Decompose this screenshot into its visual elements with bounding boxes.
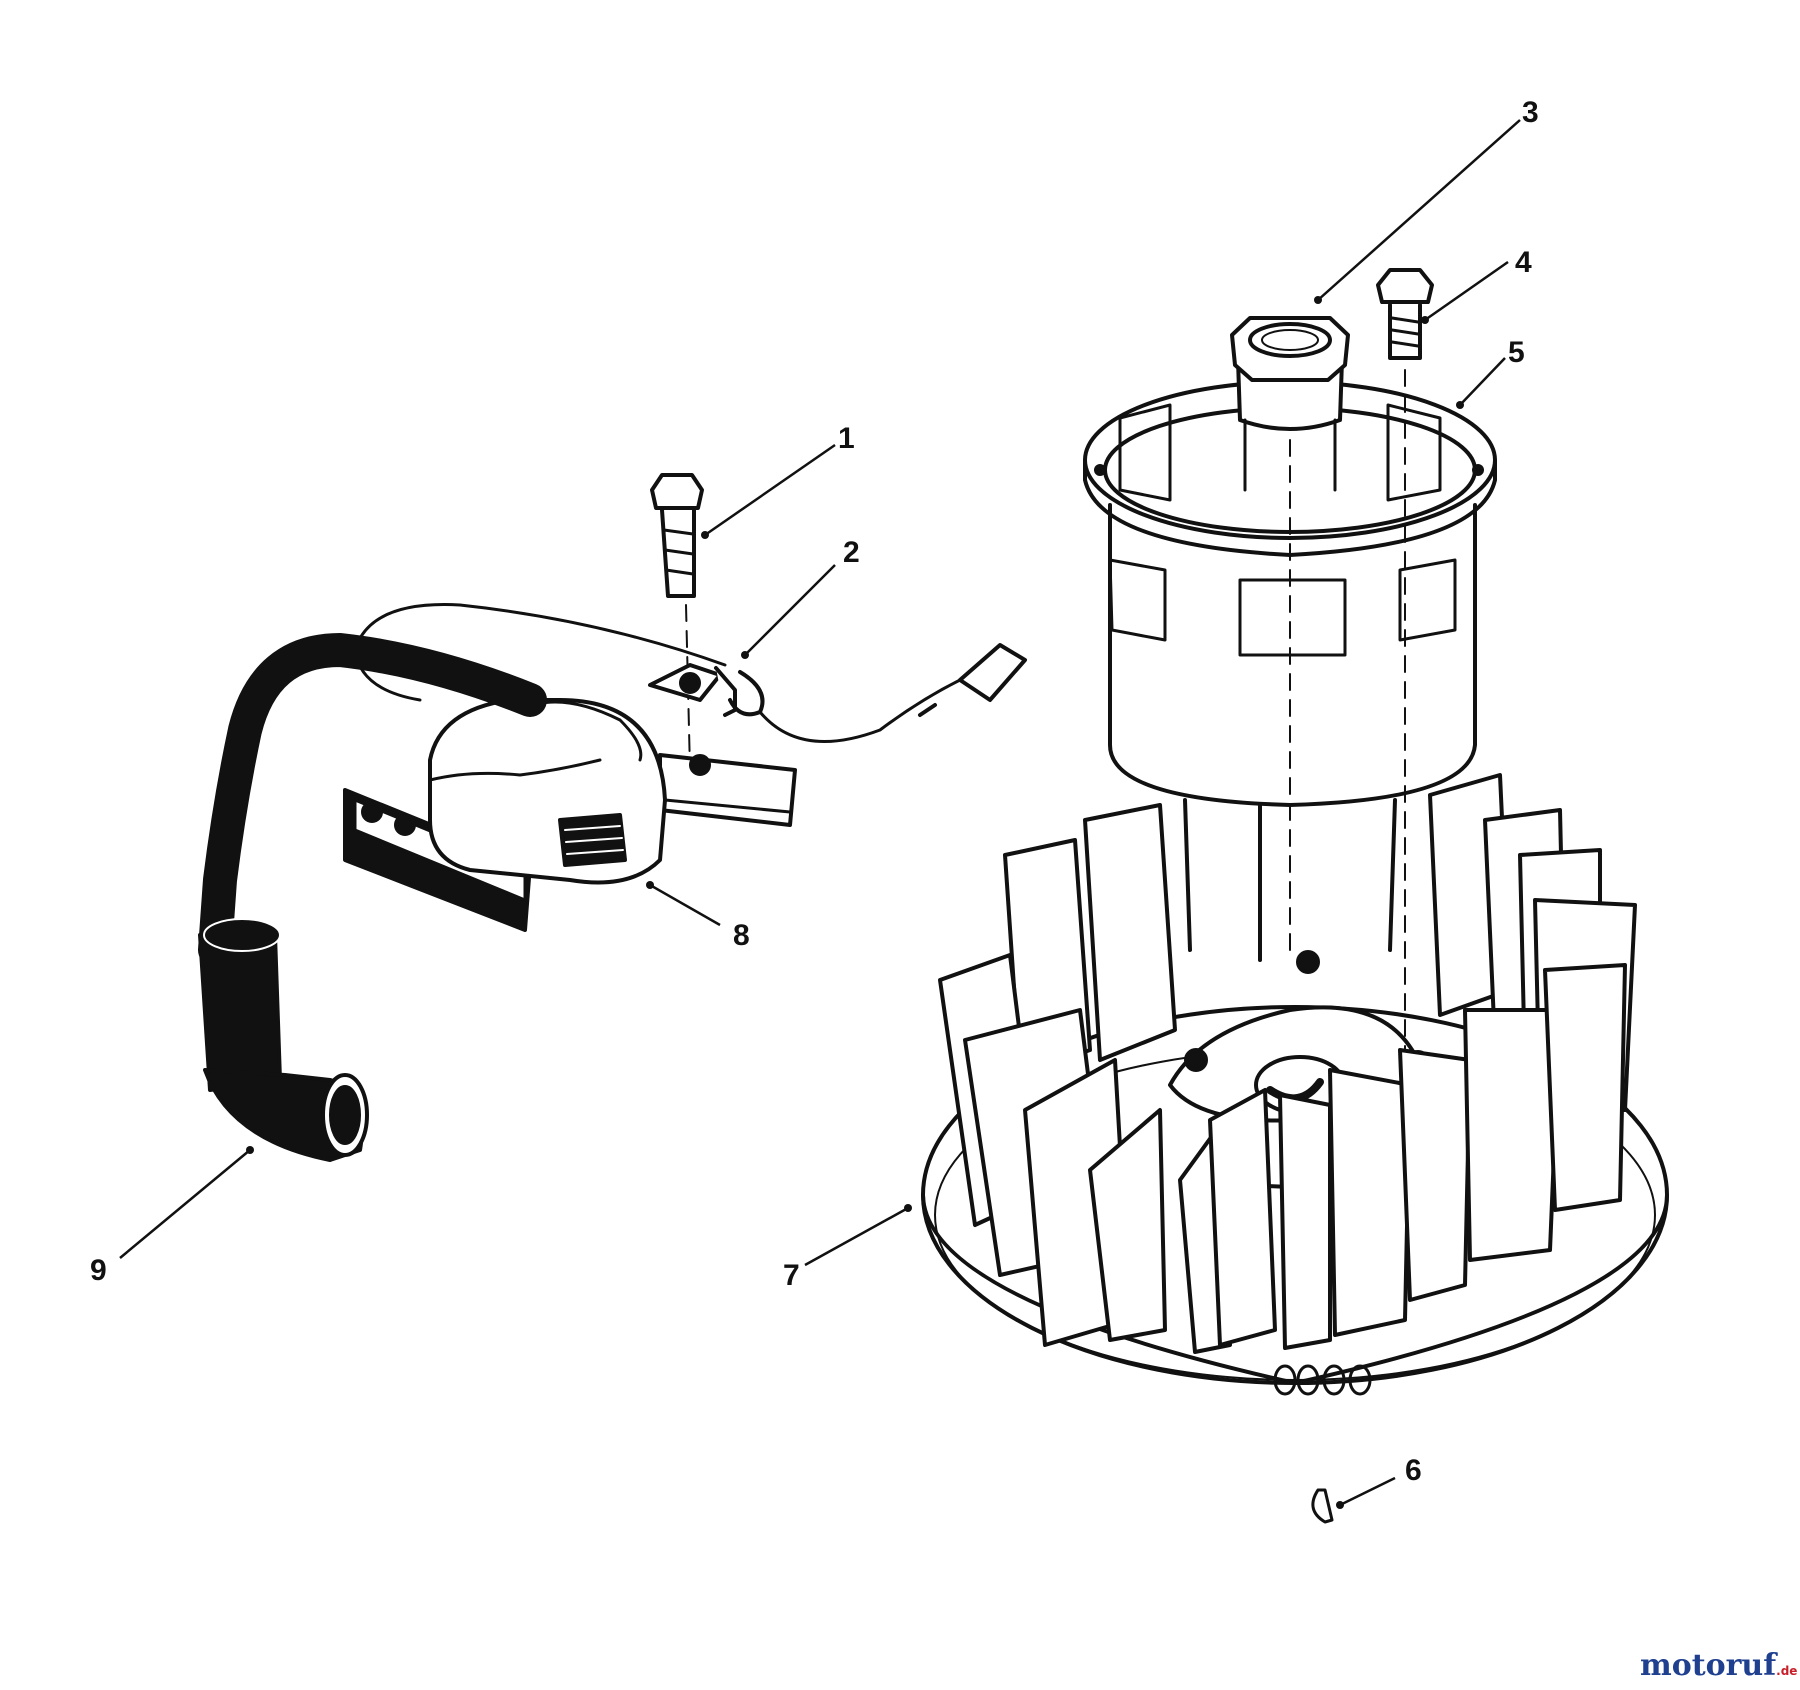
starter-nut-part bbox=[1230, 316, 1350, 961]
watermark-suffix: .de bbox=[1776, 1664, 1797, 1678]
rotating-screen-part bbox=[1083, 380, 1497, 962]
flywheel-part bbox=[921, 773, 1669, 1396]
leader-line-1 bbox=[704, 443, 836, 537]
ground-clip-part bbox=[648, 643, 1027, 743]
leader-line-8 bbox=[649, 883, 721, 927]
callout-8: 8 bbox=[733, 919, 750, 952]
leader-line-5 bbox=[1459, 357, 1506, 406]
callout-5: 5 bbox=[1508, 336, 1525, 369]
woodruff-key-part bbox=[1311, 1488, 1334, 1524]
leader-line-4 bbox=[1424, 260, 1509, 322]
leader-line-3 bbox=[1317, 119, 1521, 301]
callout-1: 1 bbox=[838, 422, 855, 455]
spark-plug-lead-part bbox=[198, 633, 547, 1162]
ignition-coil-part bbox=[343, 603, 797, 932]
leader-line-2 bbox=[744, 564, 836, 656]
screw-1-part bbox=[650, 473, 704, 771]
callout-3: 3 bbox=[1522, 96, 1539, 129]
motoruf-watermark: motoruf.de bbox=[1640, 1648, 1797, 1683]
leader-line-6 bbox=[1339, 1476, 1396, 1507]
svg-text:motoruf.de: motoruf.de bbox=[1640, 1648, 1797, 1683]
leader-line-7 bbox=[804, 1206, 909, 1267]
callout-6: 6 bbox=[1405, 1454, 1422, 1487]
leader-line-9 bbox=[119, 1149, 251, 1259]
callout-2: 2 bbox=[843, 536, 860, 569]
callout-4: 4 bbox=[1515, 246, 1532, 279]
screw-4-part bbox=[1376, 268, 1434, 1051]
callout-7: 7 bbox=[783, 1259, 800, 1292]
watermark-text: motoruf bbox=[1640, 1648, 1778, 1683]
callout-9: 9 bbox=[90, 1254, 107, 1287]
